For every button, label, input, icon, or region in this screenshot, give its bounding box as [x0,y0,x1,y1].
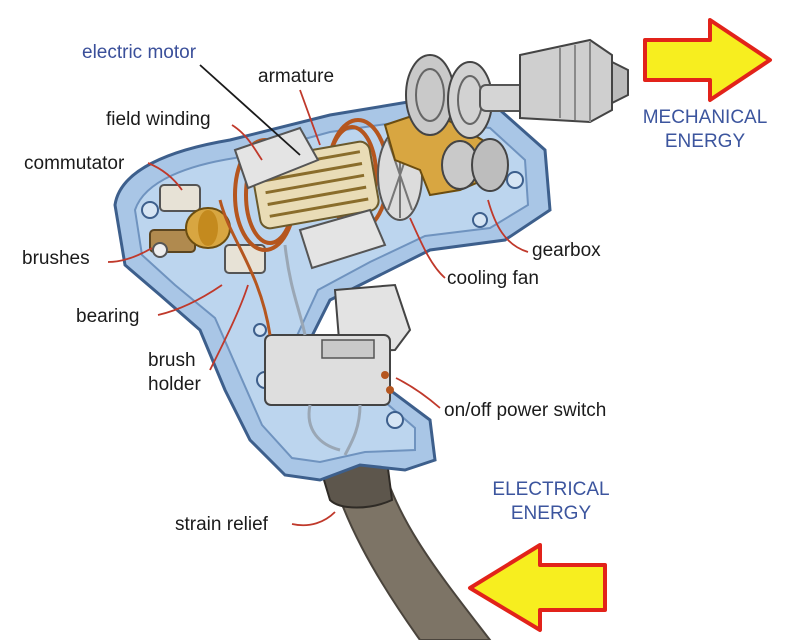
label-field-winding: field winding [106,109,211,130]
chuck [479,38,629,124]
leader-strain-relief [291,511,336,527]
leader-power-switch [395,377,441,409]
leader-cooling-fan [409,217,446,279]
label-gearbox: gearbox [532,240,601,261]
electrical-energy-arrow [468,543,607,632]
mechanical-energy-line2: ENERGY [664,131,746,152]
leader-armature [299,89,321,146]
label-brush-holder-line2: holder [148,374,201,395]
electrical-energy-line2: ENERGY [510,503,592,524]
power-switch [264,283,412,406]
label-commutator: commutator [24,153,125,174]
leader-bearing [157,284,223,316]
leader-gearbox [487,199,529,253]
mechanical-energy-line1: MECHANICAL [642,107,768,128]
label-electric-motor: electric motor [82,42,197,63]
housing-inner-wall [133,118,530,464]
leader-lines [107,64,529,527]
leader-commutator [147,162,183,191]
mechanical-energy-label: MECHANICAL ENERGY [620,106,790,154]
label-power-switch: on/off power switch [444,400,607,421]
leader-field-winding [231,124,263,161]
electrical-energy-line1: ELECTRICAL [492,479,610,500]
leader-brushes [107,247,153,263]
label-armature: armature [258,66,335,87]
mechanical-energy-arrow [643,18,772,102]
label-brush-holder-line1: brush [148,350,196,371]
label-brushes: brushes [22,248,90,269]
leader-electric-motor [199,64,301,156]
label-strain-relief: strain relief [175,514,268,535]
wires [218,199,362,456]
label-cooling-fan: cooling fan [447,268,539,289]
stator-poles [233,126,387,270]
label-bearing: bearing [76,306,140,327]
leader-brush-holder [209,284,249,371]
electrical-energy-label: ELECTRICAL ENERGY [466,478,636,526]
